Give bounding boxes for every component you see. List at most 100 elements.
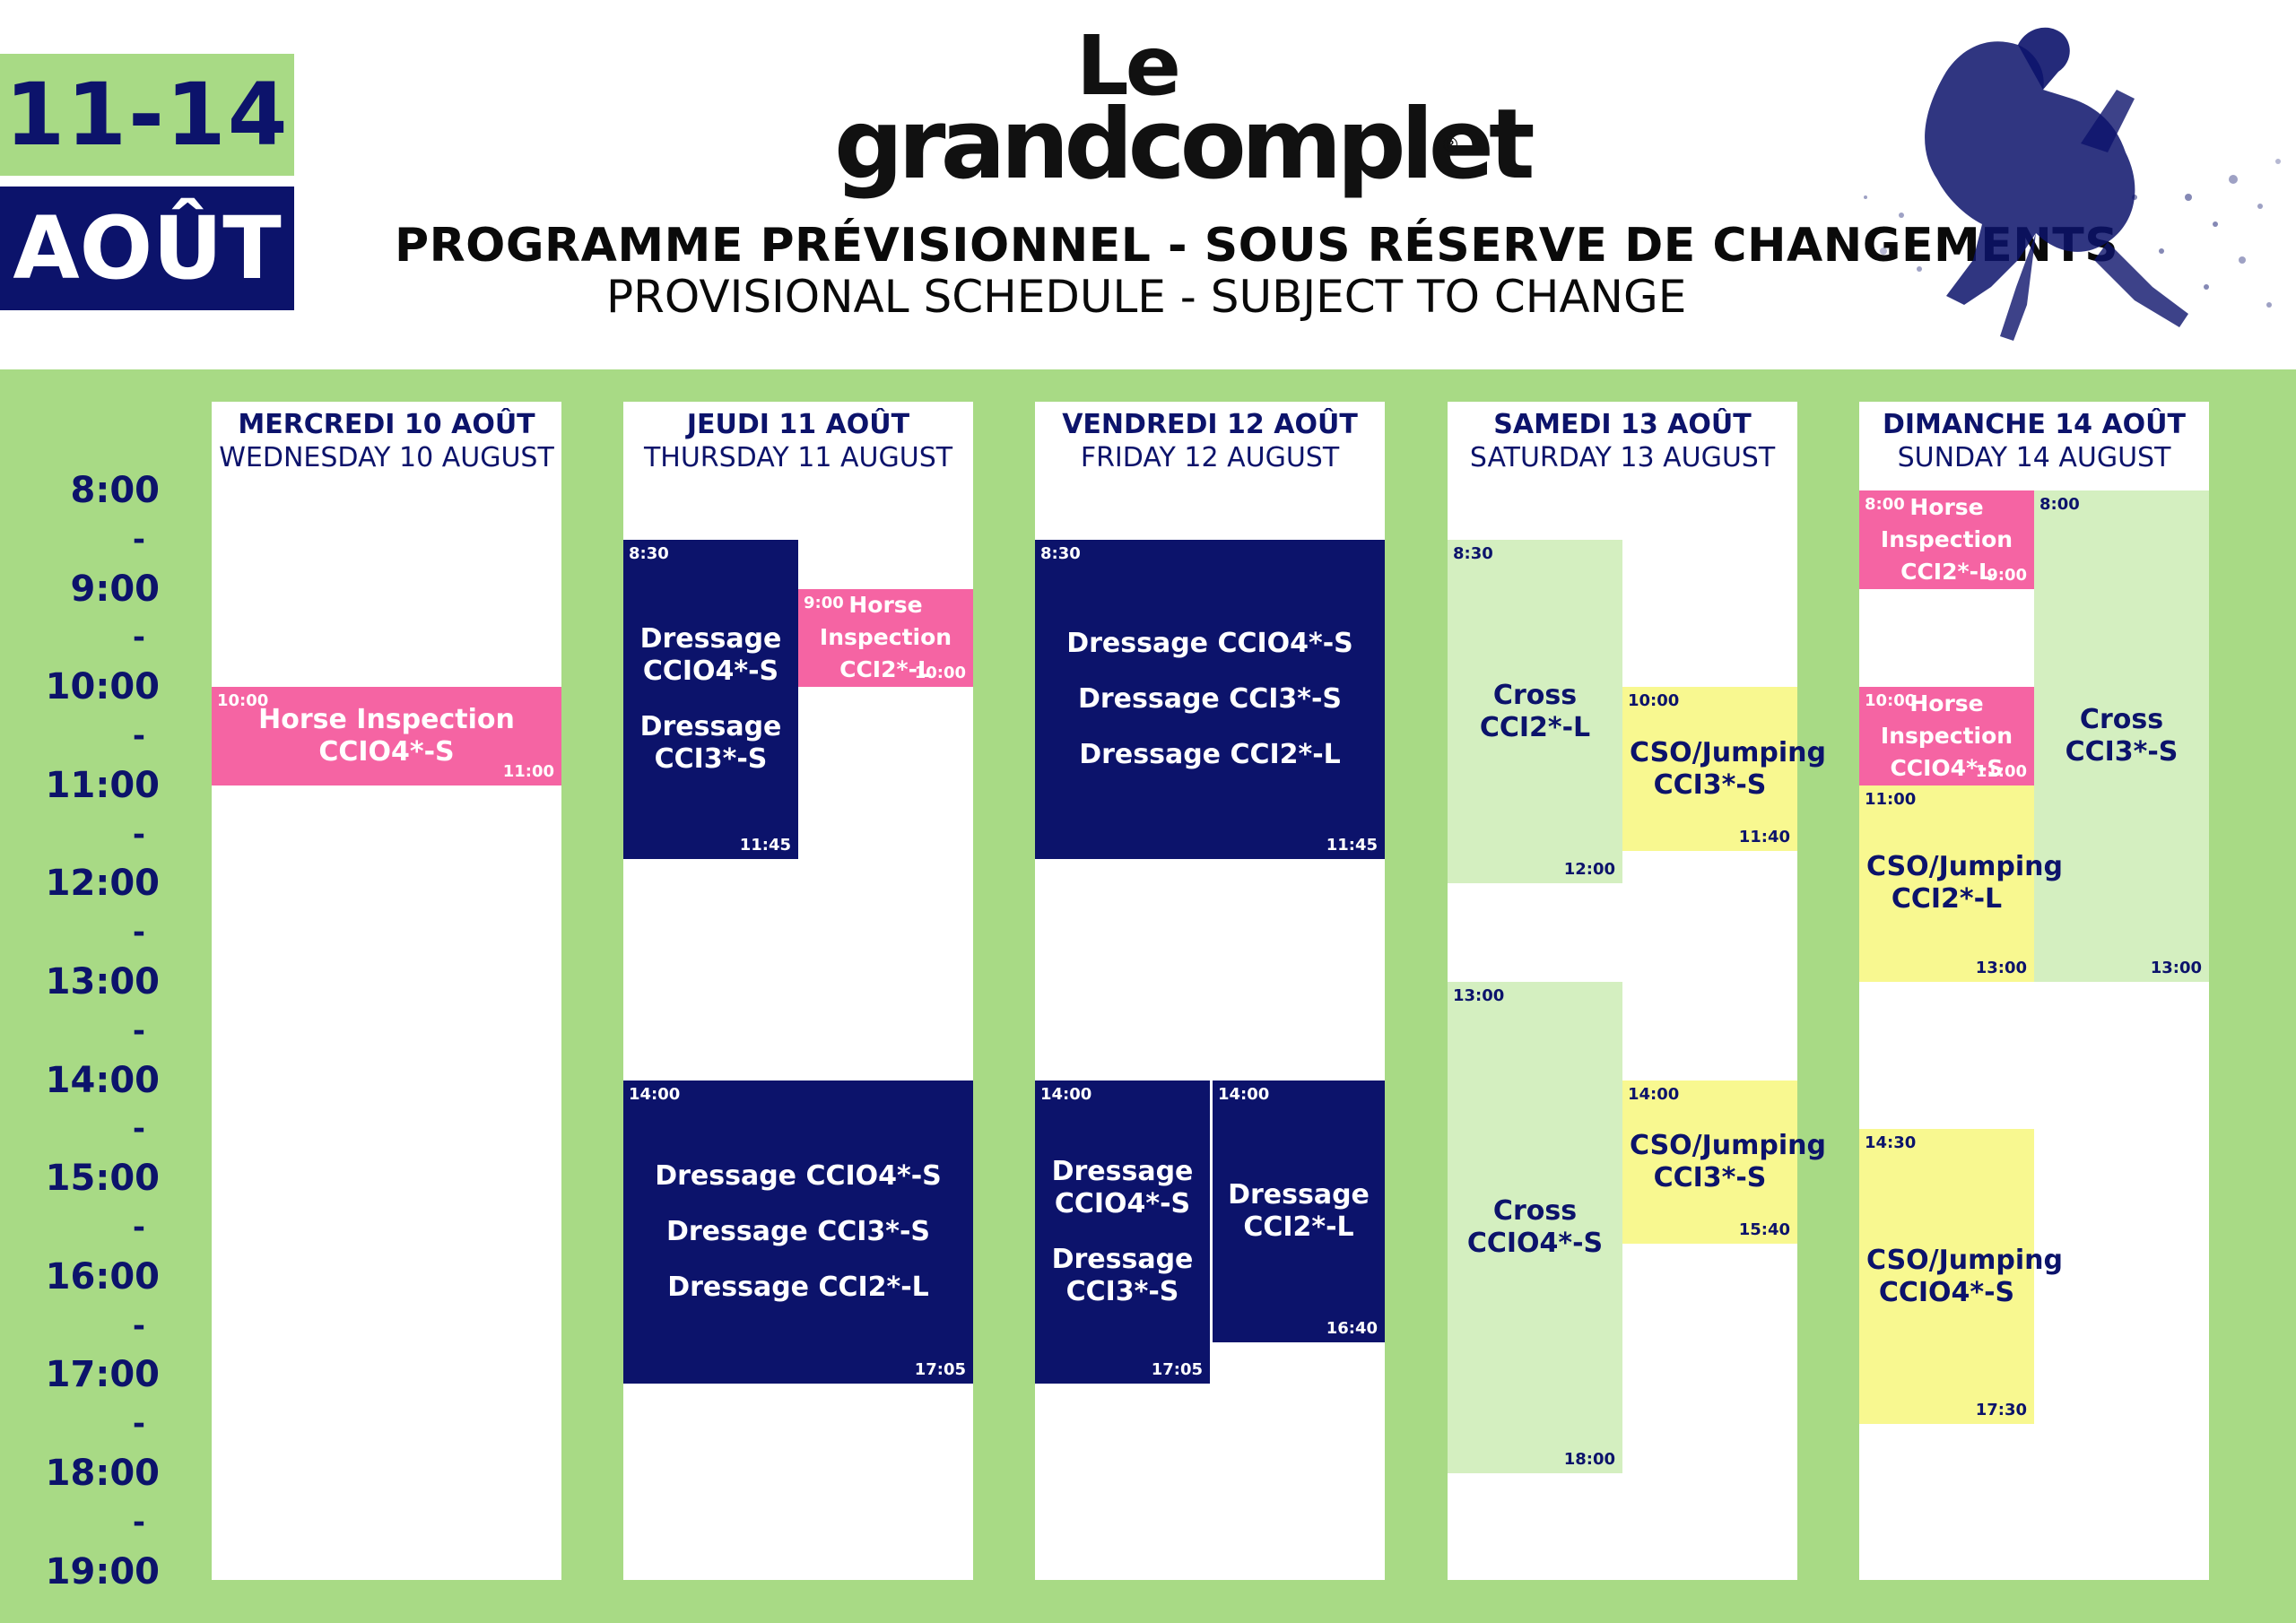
event-start-time: 14:00 <box>1218 1084 1270 1104</box>
time-separator: - <box>132 620 145 656</box>
logo-le-text: Le <box>1076 18 1181 114</box>
event-start-time: 10:00 <box>1865 691 1917 711</box>
event-end-time: 12:00 <box>1563 860 1615 880</box>
event-end-time: 11:00 <box>1975 761 2027 781</box>
time-label: 10:00 <box>45 666 160 708</box>
day-title-french: DIMANCHE 14 AOÛT <box>1882 409 2187 440</box>
event-name: Dressage CCIO4*-S <box>655 1159 942 1192</box>
day-title-french: VENDREDI 12 AOÛT <box>1062 409 1358 440</box>
day-title-english: SUNDAY 14 AUGUST <box>1897 442 2171 473</box>
day-title-english: THURSDAY 11 AUGUST <box>643 442 953 473</box>
time-separator: - <box>132 1012 145 1049</box>
event-name: Dressage CCIO4*-S <box>1051 1155 1194 1219</box>
event-start-time: 14:30 <box>1865 1133 1917 1153</box>
event-end-time: 11:40 <box>1738 827 1790 846</box>
event-end-time: 13:00 <box>2150 959 2202 977</box>
event-end-time: 17:05 <box>1151 1359 1203 1379</box>
event-name: Cross CCIO4*-S <box>1466 1195 1604 1259</box>
event-name: Dressage CCI2*-L <box>667 1271 929 1303</box>
event-name: Dressage CCI3*-S <box>1077 682 1343 715</box>
time-separator: - <box>132 521 145 558</box>
event-start-time: 14:00 <box>1628 1084 1680 1104</box>
event-body: Horse Inspection CCI2*-L <box>798 589 973 688</box>
event-name: Dressage CCI3*-S <box>1051 1243 1194 1307</box>
event-start-time: 10:00 <box>217 691 269 711</box>
event-name: Cross CCI2*-L <box>1479 679 1591 743</box>
time-label: 11:00 <box>45 764 160 806</box>
month-badge: AOÛT <box>0 187 294 310</box>
time-label: 17:00 <box>45 1354 160 1396</box>
event-name: CSO/Jumping CCI3*-S <box>1630 736 1827 801</box>
horse-rider-illustration <box>1864 27 2281 341</box>
event-end-time: 15:40 <box>1738 1220 1790 1240</box>
time-separator: - <box>132 1504 145 1541</box>
day-title-english: FRIDAY 12 AUGUST <box>1080 442 1340 473</box>
day-title-french: MERCREDI 10 AOÛT <box>238 409 535 440</box>
time-label: 14:00 <box>45 1059 160 1101</box>
day-title-english: SATURDAY 13 AUGUST <box>1469 442 1776 473</box>
time-label: 12:00 <box>45 863 160 905</box>
event-end-time: 17:05 <box>914 1359 966 1379</box>
event-name: Dressage CCI3*-S <box>639 710 782 775</box>
event-name: Cross CCI3*-S <box>2065 704 2179 768</box>
time-label: 13:00 <box>45 961 160 1002</box>
event-name: Horse Inspection CCI2*-L <box>819 592 952 683</box>
event-end-time: 16:40 <box>1326 1318 1378 1338</box>
event-name: Dressage CCIO4*-S <box>1066 627 1353 659</box>
event-name: Dressage CCI3*-S <box>665 1215 931 1247</box>
event-end-time: 13:00 <box>1975 958 2027 977</box>
event-end-time: 9:00 <box>1987 565 2027 585</box>
event-start-time: 8:00 <box>2039 495 2080 514</box>
time-label: 18:00 <box>45 1453 160 1494</box>
event-end-time: 18:00 <box>1563 1450 1615 1469</box>
event-name: Dressage CCI2*-L <box>1228 1178 1370 1243</box>
event-body: CSO/Jumping CCIO4*-S <box>1859 1129 2063 1424</box>
time-separator: - <box>132 915 145 951</box>
time-label: 8:00 <box>70 470 161 511</box>
page-title-french: PROGRAMME PRÉVISIONNEL - SOUS RÉSERVE DE… <box>395 219 2119 273</box>
event-end-time: 11:45 <box>739 835 791 855</box>
event-end-time: 17:30 <box>1975 1401 2027 1420</box>
event-start-time: 8:30 <box>1453 543 1493 563</box>
event-body: Cross CCI3*-S <box>2034 490 2209 982</box>
event-name: CSO/Jumping CCI2*-L <box>1866 851 2064 916</box>
event-start-time: 8:30 <box>1040 543 1081 563</box>
event-body: CSO/Jumping CCI3*-S <box>1622 687 1827 851</box>
event-end-time: 10:00 <box>914 664 966 683</box>
time-separator: - <box>132 1210 145 1245</box>
date-range-badge: 11-14 <box>0 54 294 176</box>
event-name: Horse Inspection CCIO4*-S <box>258 703 515 768</box>
day-title-french: JEUDI 11 AOÛT <box>686 409 910 440</box>
event-body: Dressage CCI2*-L <box>1213 1081 1385 1342</box>
event-start-time: 8:30 <box>629 543 669 563</box>
event-name: Dressage CCIO4*-S <box>639 622 782 687</box>
time-separator: - <box>132 1406 145 1443</box>
event-start-time: 9:00 <box>804 593 844 612</box>
time-separator: - <box>132 816 145 853</box>
event-body: Cross CCIO4*-S <box>1448 982 1622 1473</box>
time-label: 9:00 <box>70 568 161 610</box>
event-end-time: 11:00 <box>502 761 554 781</box>
